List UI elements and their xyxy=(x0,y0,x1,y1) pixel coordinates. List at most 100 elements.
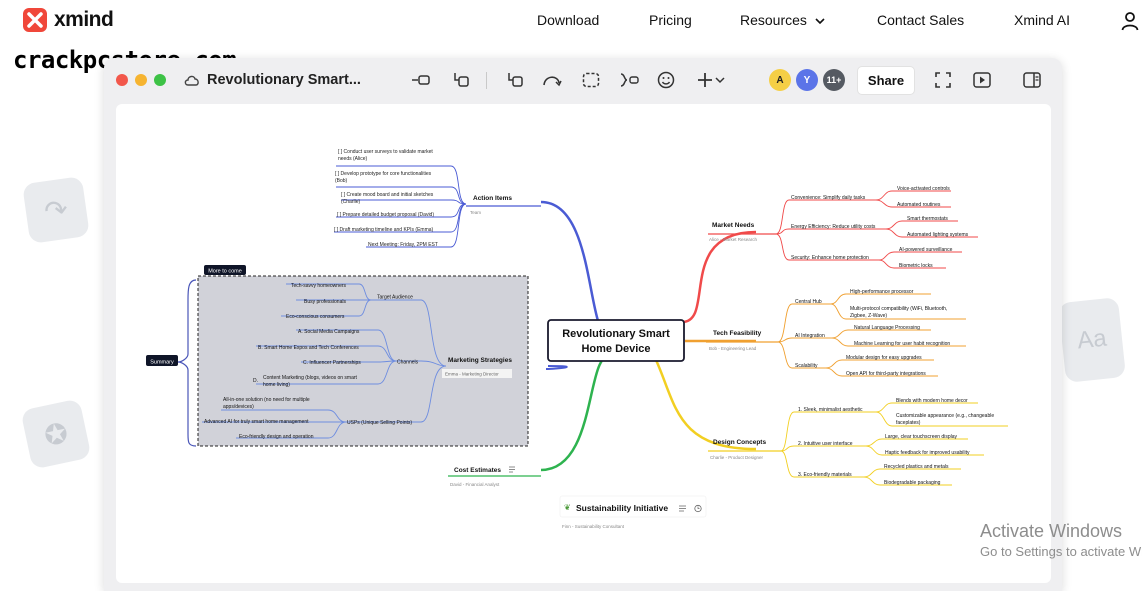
tech-item[interactable]: Open API for third-party integrations xyxy=(846,371,926,377)
nav-resources[interactable]: Resources xyxy=(740,12,807,28)
insert-topic-icon[interactable] xyxy=(411,71,431,89)
design-group[interactable]: 2. Intuitive user interface xyxy=(798,441,853,447)
boundary-icon[interactable] xyxy=(581,71,601,89)
avatar-more[interactable]: 11+ xyxy=(823,69,845,91)
tech-topic[interactable]: Tech Feasibility xyxy=(713,330,762,337)
channel-item[interactable]: C. Influencer Partnerships xyxy=(303,360,361,366)
avatar[interactable]: A xyxy=(769,69,791,91)
action-item-3b[interactable]: (Charlie) xyxy=(341,199,361,205)
design-item[interactable]: Biodegradable packaging xyxy=(884,480,941,486)
root-topic[interactable] xyxy=(547,319,685,362)
action-item-3[interactable]: [ ] Create mood board and initial sketch… xyxy=(341,192,434,198)
window-minimize-button[interactable] xyxy=(135,74,147,86)
sustainability-topic-box[interactable] xyxy=(559,495,707,518)
market-item[interactable]: Biometric locks xyxy=(899,263,933,269)
tech-group[interactable]: Central Hub xyxy=(795,299,822,305)
mind-map-canvas[interactable]: Summary More to come Revolutionary Smart… xyxy=(116,104,1051,583)
market-item[interactable]: Smart thermostats xyxy=(907,216,948,222)
tech-item[interactable]: High-performance processor xyxy=(850,289,914,295)
usp-item[interactable]: Advanced AI for truly smart home managem… xyxy=(204,419,309,425)
design-item[interactable]: Recycled plastics and metals xyxy=(884,464,949,470)
action-item-1b[interactable]: needs (Alice) xyxy=(338,156,368,162)
action-item-1[interactable]: [ ] Conduct user surveys to validate mar… xyxy=(338,149,433,155)
window-zoom-button[interactable] xyxy=(154,74,166,86)
tech-item[interactable]: Natural Language Processing xyxy=(854,325,920,331)
panel-icon[interactable] xyxy=(1022,71,1042,89)
history-icon[interactable] xyxy=(694,504,702,513)
relationship-icon[interactable] xyxy=(505,71,525,89)
summary-icon[interactable] xyxy=(619,71,639,89)
tech-group[interactable]: AI Integration xyxy=(795,333,825,339)
tech-item[interactable]: Modular design for easy upgrades xyxy=(846,355,922,361)
channels-label[interactable]: Channels xyxy=(397,360,419,366)
market-group[interactable]: Energy Efficiency: Reduce utility costs xyxy=(791,224,876,230)
design-topic[interactable]: Design Concepts xyxy=(713,439,766,446)
action-item-5[interactable]: [ ] Draft marketing timeline and KPIs (E… xyxy=(334,227,434,233)
market-item[interactable]: Voice-activated controls xyxy=(897,186,950,192)
action-items-topic[interactable]: Action Items xyxy=(473,195,512,202)
market-group[interactable]: Security: Enhance home protection xyxy=(791,255,869,261)
tech-item[interactable]: Machine Learning for user habit recognit… xyxy=(854,341,950,347)
share-button[interactable]: Share xyxy=(857,66,915,95)
activate-windows-notice: Activate Windows Go to Settings to activ… xyxy=(980,521,1142,559)
marketing-topic[interactable]: Marketing Strategies xyxy=(448,357,512,364)
action-item-2[interactable]: [ ] Develop prototype for core functiona… xyxy=(335,171,432,177)
cost-topic[interactable]: Cost Estimates xyxy=(454,467,501,474)
usp-item[interactable]: Eco-friendly design and operation xyxy=(239,434,314,440)
avatar[interactable]: Y xyxy=(796,69,818,91)
marketing-boundary[interactable] xyxy=(197,275,529,447)
user-icon[interactable] xyxy=(1121,11,1139,36)
action-item-2b[interactable]: (Bob) xyxy=(335,178,348,184)
design-item[interactable]: Large, clear touchscreen display xyxy=(885,434,957,440)
summary-label-box[interactable] xyxy=(146,355,178,366)
tech-item[interactable]: Multi-protocol compatibility (WiFi, Blue… xyxy=(850,306,947,312)
nav-download[interactable]: Download xyxy=(537,12,600,28)
sustainability-topic[interactable]: Sustainability Initiative xyxy=(576,503,668,513)
notes-icon[interactable] xyxy=(509,466,515,473)
usps-label[interactable]: USPs (Unique Selling Points) xyxy=(347,420,412,426)
add-icon[interactable] xyxy=(695,71,715,89)
notes-icon[interactable] xyxy=(679,505,686,512)
site-logo-text[interactable]: xmind xyxy=(54,8,114,31)
channel-item[interactable]: Content Marketing (blogs, videos on smar… xyxy=(263,375,358,381)
nav-pricing[interactable]: Pricing xyxy=(649,12,692,28)
more-to-come-label-box[interactable] xyxy=(204,265,246,275)
design-item[interactable]: Haptic feedback for improved usability xyxy=(885,450,970,456)
add-dropdown-chevron-icon[interactable] xyxy=(714,71,726,89)
summary-label: Summary xyxy=(150,360,174,366)
target-audience-label[interactable]: Target Audience xyxy=(377,295,413,301)
insert-subtopic-icon[interactable] xyxy=(451,71,471,89)
design-group[interactable]: 3. Eco-friendly materials xyxy=(798,472,852,478)
market-item[interactable]: AI-powered surveillance xyxy=(899,247,953,253)
leaf-icon: ❦ xyxy=(564,503,571,512)
document-title[interactable]: Revolutionary Smart... xyxy=(207,72,361,88)
audience-item[interactable]: Busy professionals xyxy=(304,299,346,305)
design-item[interactable]: Blends with modern home decor xyxy=(896,398,968,404)
fullscreen-icon[interactable] xyxy=(933,71,953,89)
audience-item[interactable]: Eco-conscious consumers xyxy=(286,314,345,320)
audience-item[interactable]: Tech-savvy homeowners xyxy=(291,283,347,289)
action-item-6[interactable]: Next Meeting: Friday, 2PM EST xyxy=(368,242,438,248)
usp-item[interactable]: All-in-one solution (no need for multipl… xyxy=(223,397,310,403)
nav-xmind-ai[interactable]: Xmind AI xyxy=(1014,12,1071,28)
channel-item[interactable]: A. Social Media Campaigns xyxy=(298,329,360,335)
market-needs-topic[interactable]: Market Needs xyxy=(712,222,755,229)
design-item[interactable]: Customizable appearance (e.g., changeabl… xyxy=(896,413,994,419)
root-topic-line1: Revolutionary Smart xyxy=(562,328,670,340)
chevron-down-icon[interactable] xyxy=(814,14,826,32)
emoji-icon[interactable] xyxy=(656,71,676,89)
xmind-logo-icon[interactable] xyxy=(23,8,47,32)
play-icon[interactable] xyxy=(972,71,992,89)
window-close-button[interactable] xyxy=(116,74,128,86)
market-item[interactable]: Automated routines xyxy=(897,202,941,208)
text-tile-icon: Aa xyxy=(1057,297,1127,383)
curve-arrow-icon[interactable] xyxy=(542,71,562,89)
design-group[interactable]: 1. Sleek, minimalist aesthetic xyxy=(798,407,863,413)
tech-group[interactable]: Scalability xyxy=(795,363,818,369)
action-item-4[interactable]: [ ] Prepare detailed budget proposal (Da… xyxy=(337,212,434,218)
channel-item[interactable]: B. Smart Home Expos and Tech Conferences xyxy=(258,345,359,351)
design-note: Charlie - Product Designer xyxy=(710,455,764,460)
market-group[interactable]: Convenience: Simplify daily tasks xyxy=(791,195,866,201)
market-item[interactable]: Automated lighting systems xyxy=(907,232,969,238)
nav-contact-sales[interactable]: Contact Sales xyxy=(877,12,965,28)
